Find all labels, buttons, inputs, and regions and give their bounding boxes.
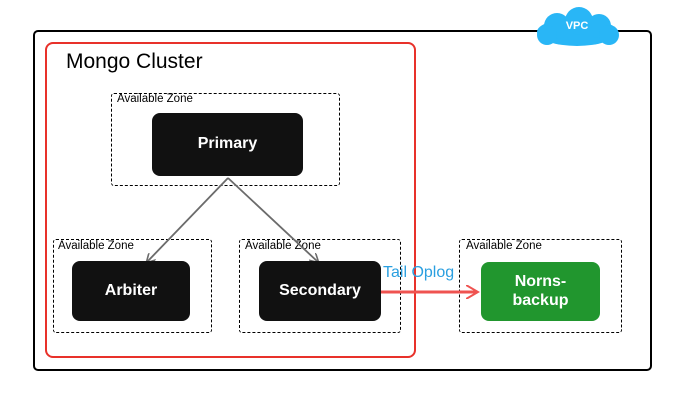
vpc-cloud-icon xyxy=(537,7,619,46)
vpc-boundary xyxy=(33,30,652,371)
secondary-node[interactable]: Secondary xyxy=(259,261,381,321)
zone-label: Available Zone xyxy=(58,240,134,252)
zone-label: Available Zone xyxy=(466,240,542,252)
arbiter-node[interactable]: Arbiter xyxy=(72,261,190,321)
arrow-primary-to-secondary xyxy=(227,177,318,262)
zone-backup xyxy=(459,239,622,333)
mongo-cluster-boundary xyxy=(45,42,416,358)
zone-label: Available Zone xyxy=(245,240,321,252)
arrow-primary-to-arbiter xyxy=(147,177,229,262)
zone-arbiter xyxy=(53,239,212,333)
zone-primary xyxy=(111,93,340,186)
zone-label: Available Zone xyxy=(117,93,193,105)
primary-node[interactable]: Primary xyxy=(152,113,303,176)
vpc-label: VPC xyxy=(565,20,589,32)
tail-oplog-label: Tail Oplog xyxy=(383,264,455,281)
zone-secondary xyxy=(239,239,401,333)
norns-backup-node[interactable]: Norns- backup xyxy=(481,262,600,321)
cluster-title: Mongo Cluster xyxy=(66,50,203,73)
